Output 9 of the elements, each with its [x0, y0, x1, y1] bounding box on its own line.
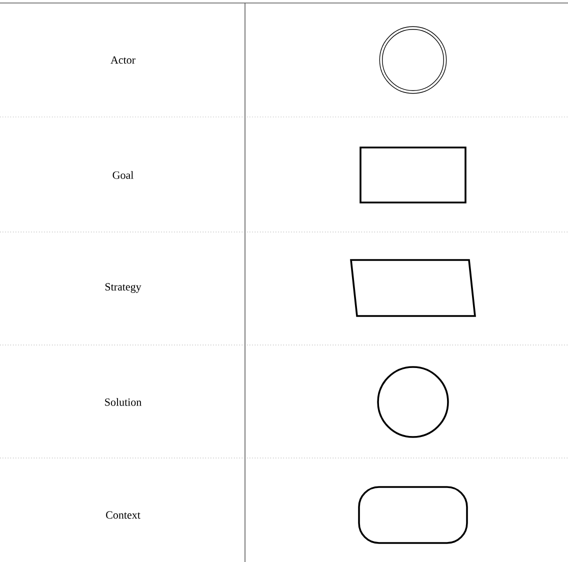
row-label: Strategy: [105, 283, 142, 293]
circle: [377, 366, 449, 438]
row-label: Solution: [105, 398, 142, 406]
row-label: Goal: [112, 171, 134, 179]
row-label: Context: [106, 511, 140, 519]
rectangle: [360, 146, 466, 204]
parallelogram: [350, 259, 476, 317]
row-label: Actor: [110, 56, 136, 64]
double-circle: [379, 26, 447, 94]
